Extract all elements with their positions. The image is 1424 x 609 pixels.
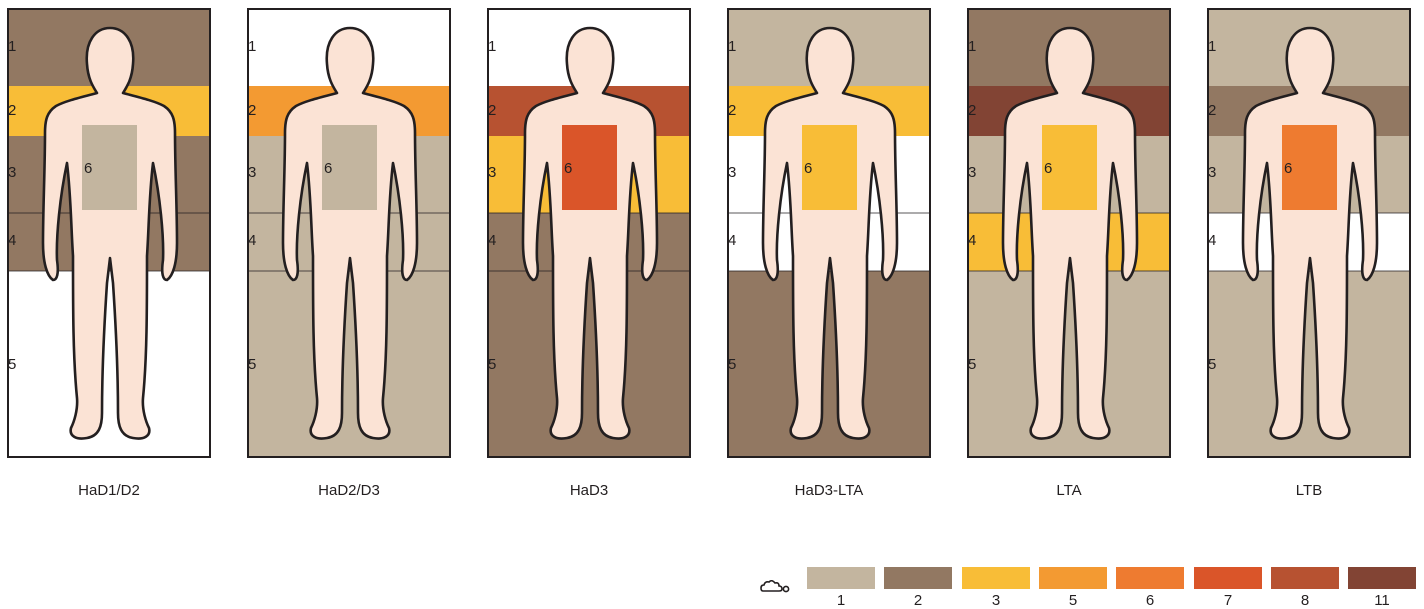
- zone-1-label: 1: [1208, 39, 1216, 54]
- zone-5-band: [247, 271, 451, 458]
- panel-had2-d3: 1 2 3 4 5 6: [247, 8, 451, 458]
- zone-1-label: 1: [8, 39, 16, 54]
- legend-swatch: [1116, 567, 1184, 589]
- panel-title: HaD3-LTA: [727, 482, 931, 499]
- torso-label: 6: [324, 161, 332, 176]
- panel-title: LTB: [1207, 482, 1411, 499]
- panel-ltb: 1 2 3 4 5 6: [1207, 8, 1411, 458]
- legend-swatch: [884, 567, 952, 589]
- zone-3-label: 3: [728, 165, 736, 180]
- panel-lta: 1 2 3 4 5 6: [967, 8, 1171, 458]
- torso-label: 6: [84, 161, 92, 176]
- zone-2-label: 2: [1208, 103, 1216, 118]
- zone-2-label: 2: [728, 103, 736, 118]
- panel-title: HaD1/D2: [7, 482, 211, 499]
- zone-4-label: 4: [968, 233, 976, 248]
- legend-swatch: [807, 567, 875, 589]
- zone-map: [487, 8, 691, 458]
- panel-had3: 1 2 3 4 5 6: [487, 8, 691, 458]
- zone-4-label: 4: [248, 233, 256, 248]
- zone-1-label: 1: [968, 39, 976, 54]
- torso-label: 6: [564, 161, 572, 176]
- zone-3-label: 3: [8, 165, 16, 180]
- zone-map: [7, 8, 211, 458]
- zone-map: [1207, 8, 1411, 458]
- legend-label: 1: [807, 593, 875, 608]
- panel-title: LTA: [967, 482, 1171, 499]
- legend-label: 5: [1039, 593, 1107, 608]
- legend-swatch: [962, 567, 1030, 589]
- zone-4-label: 4: [1208, 233, 1216, 248]
- zone-5-label: 5: [248, 357, 256, 372]
- zone-5-label: 5: [488, 357, 496, 372]
- zone-5-band: [487, 271, 691, 458]
- legend-swatch: [1348, 567, 1416, 589]
- legend-swatch: [1039, 567, 1107, 589]
- zone-3-label: 3: [1208, 165, 1216, 180]
- zone-2-label: 2: [248, 103, 256, 118]
- legend-label: 8: [1271, 593, 1339, 608]
- zone-4-label: 4: [488, 233, 496, 248]
- panel-had1-d2: 1 2 3 4 5 6: [7, 8, 211, 458]
- zone-2-label: 2: [488, 103, 496, 118]
- zone-map: [967, 8, 1171, 458]
- zone-5-band: [1207, 271, 1411, 458]
- zone-5-band: [727, 271, 931, 458]
- zone-map: [247, 8, 451, 458]
- zone-5-label: 5: [728, 357, 736, 372]
- legend-swatch: [1194, 567, 1262, 589]
- zone-5-label: 5: [968, 357, 976, 372]
- zone-map: [727, 8, 931, 458]
- zone-3-label: 3: [248, 165, 256, 180]
- torso-label: 6: [804, 161, 812, 176]
- zone-4-label: 4: [8, 233, 16, 248]
- legend-label: 6: [1116, 593, 1184, 608]
- zone-3-label: 3: [968, 165, 976, 180]
- legend-swatch: [1271, 567, 1339, 589]
- zone-2-label: 2: [968, 103, 976, 118]
- panel-title: HaD3: [487, 482, 691, 499]
- zone-1-label: 1: [248, 39, 256, 54]
- torso-label: 6: [1044, 161, 1052, 176]
- zone-5-label: 5: [8, 357, 16, 372]
- zone-5-band: [967, 271, 1171, 458]
- cloud-icon: [760, 580, 790, 594]
- zone-1-label: 1: [488, 39, 496, 54]
- zone-4-label: 4: [728, 233, 736, 248]
- legend-label: 3: [962, 593, 1030, 608]
- zone-3-label: 3: [488, 165, 496, 180]
- zone-5-label: 5: [1208, 357, 1216, 372]
- torso-label: 6: [1284, 161, 1292, 176]
- legend-label: 7: [1194, 593, 1262, 608]
- zone-5-band: [7, 271, 211, 458]
- legend-label: 11: [1348, 593, 1416, 608]
- panel-title: HaD2/D3: [247, 482, 451, 499]
- zone-2-label: 2: [8, 103, 16, 118]
- zone-1-label: 1: [728, 39, 736, 54]
- legend-label: 2: [884, 593, 952, 608]
- panel-had3-lta: 1 2 3 4 5 6: [727, 8, 931, 458]
